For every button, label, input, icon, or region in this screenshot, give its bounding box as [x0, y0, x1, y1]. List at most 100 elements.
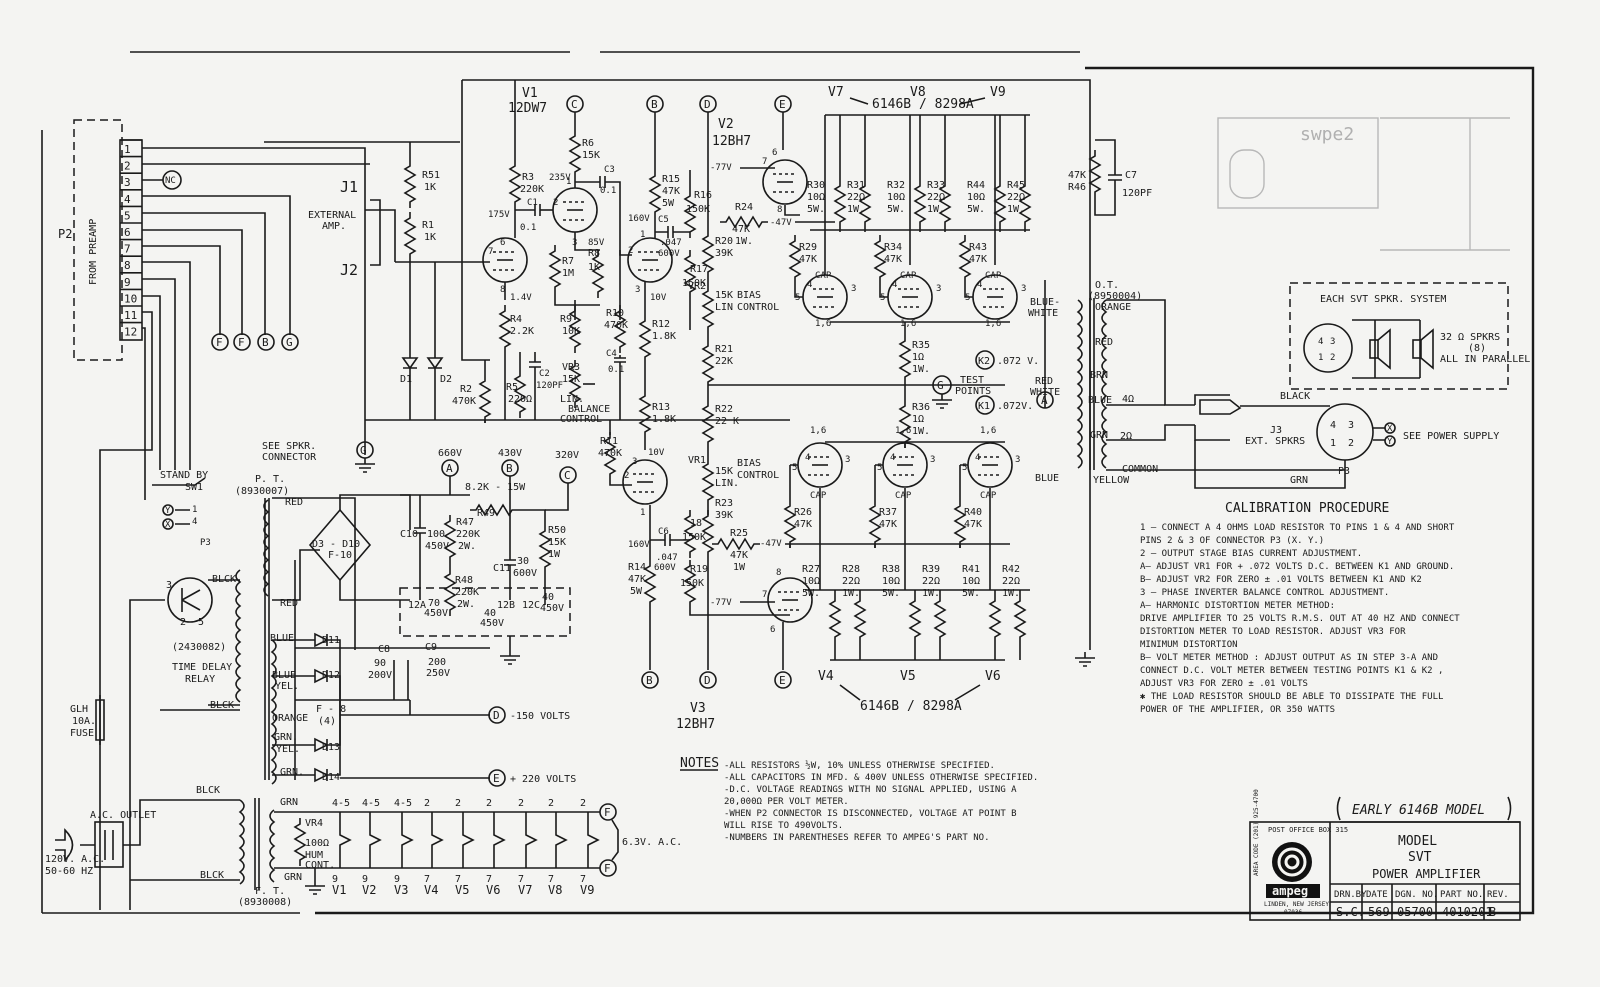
svg-text:CAP: CAP	[895, 491, 912, 501]
svg-text:5: 5	[880, 293, 885, 303]
svg-text:3: 3	[930, 455, 935, 465]
svg-text:2: 2	[628, 246, 633, 256]
svg-text:R49: R49	[477, 508, 495, 519]
svg-text:.047: .047	[656, 553, 678, 563]
svg-text:2: 2	[548, 798, 554, 809]
svg-text:LINDEN, NEW JERSEY: LINDEN, NEW JERSEY	[1264, 901, 1329, 908]
svg-text:47K: 47K	[969, 254, 987, 265]
svg-text:1,6: 1,6	[985, 319, 1001, 329]
svg-text:5W.: 5W.	[962, 588, 980, 599]
svg-text:R23: R23	[715, 498, 733, 509]
svg-text:18: 18	[690, 518, 702, 529]
heater-V6: V6	[486, 883, 500, 897]
svg-text:4: 4	[1318, 337, 1323, 347]
svg-text:VR1: VR1	[688, 455, 706, 466]
svg-text:RED: RED	[280, 598, 298, 609]
svg-text:D11: D11	[322, 635, 340, 646]
node-d-bottom: D	[704, 674, 711, 687]
svg-text:47K: 47K	[794, 519, 812, 530]
node-d-supply: D	[493, 709, 500, 722]
speaker-system-title: EACH SVT SPKR. SYSTEM	[1320, 294, 1446, 305]
pos220-volts: + 220 VOLTS	[510, 774, 576, 785]
svg-text:5W.: 5W.	[802, 588, 820, 599]
svg-text:-47V: -47V	[760, 539, 782, 549]
svg-text:ORANGE: ORANGE	[272, 713, 308, 724]
svg-text:15K: 15K	[562, 374, 580, 385]
svg-text:RED: RED	[285, 497, 303, 508]
svg-text:220K: 220K	[456, 529, 480, 540]
svg-text:22Ω: 22Ω	[922, 576, 940, 587]
svg-text:D13: D13	[322, 742, 340, 753]
tb-value-0: S.C.	[1336, 905, 1365, 919]
svg-text:Y: Y	[1387, 437, 1393, 447]
svg-text:C5: C5	[658, 215, 669, 225]
svg-text:10A.: 10A.	[72, 716, 96, 727]
tb-header-4: REV.	[1487, 890, 1509, 900]
tb-value-2: 05700	[1397, 905, 1433, 919]
node-g-left: G	[286, 336, 293, 349]
node-a-supply: A	[446, 462, 453, 475]
res-r41: R41	[962, 564, 980, 575]
svg-text:1: 1	[192, 505, 197, 515]
note-line-1: -ALL CAPACITORS IN MFD. & 400V UNLESS OT…	[724, 773, 1038, 783]
svg-text:1,6: 1,6	[815, 319, 831, 329]
svg-text:(8950004): (8950004)	[1088, 291, 1142, 302]
node-c-supply: C	[564, 469, 571, 482]
svg-text:R8: R8	[588, 248, 600, 259]
svg-text:1.4V: 1.4V	[510, 293, 532, 303]
svg-text:R17: R17	[690, 264, 708, 275]
svg-text:39K: 39K	[715, 248, 733, 259]
res-r45: R45	[1007, 180, 1025, 191]
svg-text:150K: 150K	[682, 532, 706, 543]
svg-text:4-5: 4-5	[362, 798, 380, 809]
svg-text:R9: R9	[560, 314, 572, 325]
svg-text:GRN: GRN	[1090, 430, 1108, 441]
svg-text:5W.: 5W.	[882, 588, 900, 599]
j1-jack: J1	[340, 178, 358, 196]
svg-text:12A: 12A	[408, 600, 426, 611]
heater-V7: V7	[518, 883, 532, 897]
svg-text:4: 4	[975, 453, 980, 463]
svg-text:2: 2	[518, 798, 524, 809]
svg-text:CONTROL: CONTROL	[737, 302, 779, 313]
svg-text:1W: 1W	[548, 549, 561, 560]
svg-text:5: 5	[877, 463, 882, 473]
svg-text:4-5: 4-5	[332, 798, 350, 809]
svg-text:R25: R25	[730, 528, 748, 539]
v3-type: 12BH7	[676, 717, 715, 732]
svg-text:GRN: GRN	[280, 797, 298, 808]
svg-text:-77V: -77V	[710, 163, 732, 173]
svg-text:BLACK: BLACK	[1280, 391, 1310, 402]
p2-pin-8: 8	[124, 259, 131, 272]
svg-text:8: 8	[777, 205, 782, 215]
top-output-type: 6146B / 8298A	[872, 97, 974, 112]
svg-text:R15: R15	[662, 174, 680, 185]
svg-text:C3: C3	[604, 165, 615, 175]
svg-text:2Ω: 2Ω	[1120, 431, 1132, 442]
svg-text:450V: 450V	[424, 608, 448, 619]
svg-text:1K: 1K	[588, 262, 600, 273]
tb-header-0: DRN.BY	[1334, 890, 1367, 900]
node-d-top: D	[704, 98, 711, 111]
node-b-supply: B	[506, 462, 513, 475]
svg-text:2: 2	[1348, 438, 1354, 449]
model-label: MODEL	[1398, 834, 1437, 849]
svg-text:POINTS: POINTS	[955, 386, 991, 397]
res-r26: R26	[794, 507, 812, 518]
svg-text:swpe2: swpe2	[1300, 124, 1354, 145]
title-block: ampeg POST OFFICE BOX 315 LINDEN, NEW JE…	[1249, 789, 1521, 921]
svg-text:X: X	[1387, 424, 1393, 434]
svg-text:2W.: 2W.	[458, 541, 476, 552]
brand-name: ampeg	[1272, 884, 1308, 898]
svg-text:RELAY: RELAY	[185, 674, 215, 685]
vr3-lin: LIN.	[560, 394, 584, 405]
svg-text:C11: C11	[493, 563, 511, 574]
d3-d10-label: D3 - D10	[312, 539, 360, 550]
svg-text:C8: C8	[378, 644, 390, 655]
v8-label: V8	[910, 85, 926, 100]
j2-jack: J2	[340, 261, 358, 279]
svg-text:C2: C2	[539, 369, 550, 379]
svg-text:7: 7	[486, 874, 492, 885]
k2-test-point: K2	[978, 356, 990, 367]
svg-text:9: 9	[362, 874, 368, 885]
